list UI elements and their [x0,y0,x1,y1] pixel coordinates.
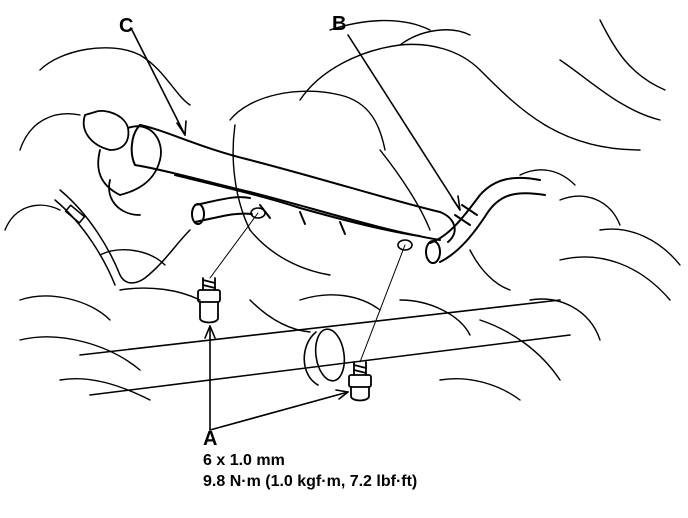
lower-shaft [79,299,571,396]
bolt-holes [250,207,413,251]
left-mount-bracket [82,110,162,216]
leader-lines [131,29,461,431]
bolt-size-spec: 6 x 1.0 mm [203,452,285,469]
engine-stay-bracket [130,124,456,243]
hose-b [191,176,546,264]
callout-label-a: A [203,428,218,450]
alignment-lines [209,212,406,363]
wiring-harness-left [54,189,191,286]
torque-spec: 9.8 N·m (1.0 kgf·m, 7.2 lbf·ft) [203,473,418,490]
callout-label-c: C [119,15,134,37]
background-engine-outline [4,19,681,401]
callout-label-b: B [332,13,347,35]
bolt-a-right [348,361,372,402]
bolt-a-left [197,277,221,324]
